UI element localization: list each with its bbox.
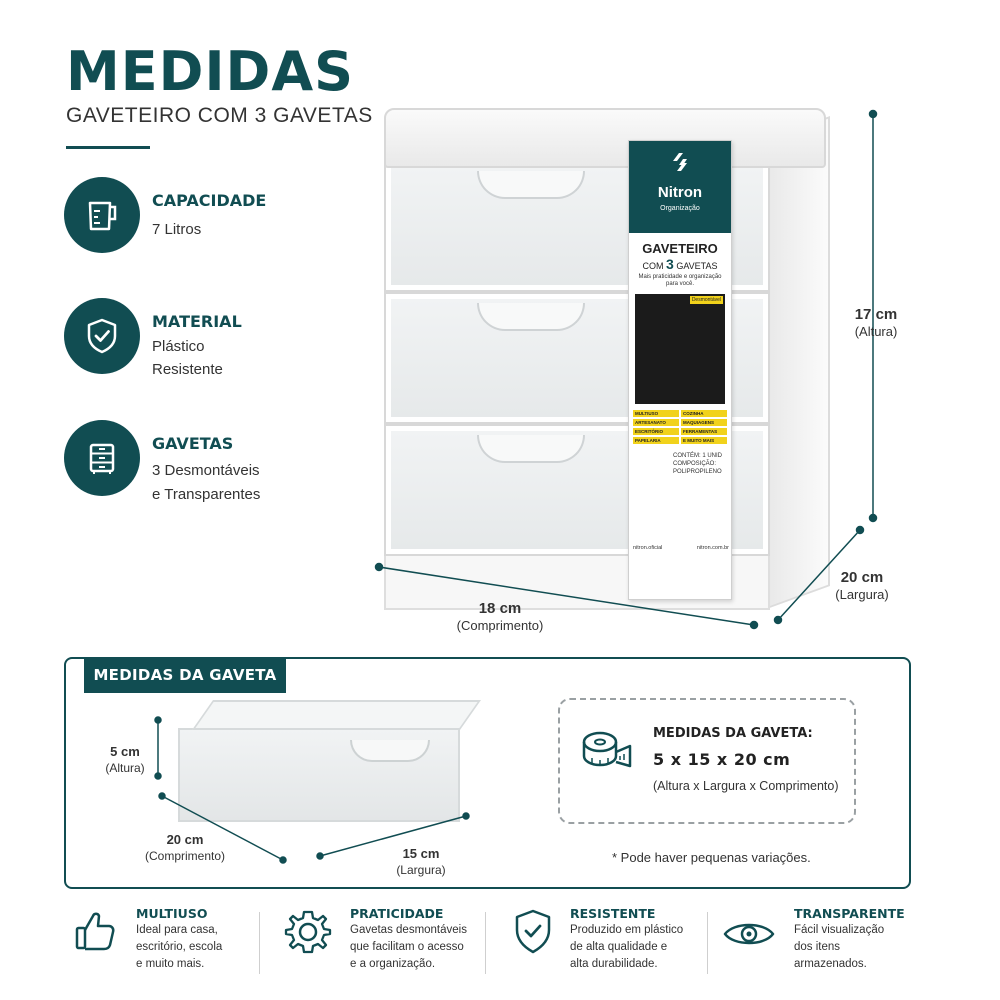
- label-org: Organização: [660, 205, 700, 212]
- nitron-logo-icon: [673, 153, 687, 171]
- feature-text: 7 Litros: [152, 221, 202, 238]
- benefit-title: MULTIUSO: [136, 906, 208, 921]
- benefit-text: escritório, escola: [136, 941, 223, 953]
- benefit-text: Gavetas desmontáveis: [350, 924, 467, 936]
- variation-note: * Pode haver pequenas variações.: [612, 850, 811, 865]
- benefit-text: e muito mais.: [136, 958, 205, 970]
- use-chip: FERRAMENTAS: [681, 428, 727, 435]
- label-header: Nitron Organização: [629, 141, 731, 233]
- drawer-section-tab: MEDIDAS DA GAVETA: [84, 657, 286, 693]
- use-chip: MAQUIAGENS: [681, 419, 727, 426]
- dimension-width: 20 cm(Largura): [835, 569, 889, 602]
- feature-text: 3 Desmontáveis: [152, 462, 260, 479]
- benefit-title: PRATICIDADE: [350, 906, 444, 921]
- label-photo: Desmontável: [635, 294, 725, 404]
- drawer-dimension-length: 20 cm(Comprimento): [144, 832, 225, 863]
- use-chip: PAPELARIA: [633, 437, 679, 444]
- footer-divider: [707, 912, 708, 974]
- feature-gavetas: GAVETAS 3 Desmontáveis e Transparentes: [64, 420, 364, 503]
- measuring-tape-icon: [578, 722, 634, 779]
- drawer-dimension-width: 15 cm(Largura): [396, 846, 446, 877]
- dimension-length: 18 cm(Comprimento): [456, 600, 544, 633]
- use-chip: COZINHA: [681, 410, 727, 417]
- benefit-title: TRANSPARENTE: [794, 906, 905, 921]
- drawer-dimension-height: 5 cm(Altura): [105, 744, 145, 775]
- drawer-dimension-lines: [154, 716, 470, 864]
- use-chip: ARTESANATO: [633, 419, 679, 426]
- label-uses: MULTIUSO COZINHA ARTESANATO MAQUIAGENS E…: [633, 410, 727, 444]
- drawer-measurements-panel: [64, 657, 911, 889]
- footer-divider: [259, 912, 260, 974]
- benefit-text: que facilitam o acesso: [350, 941, 464, 953]
- footer-divider: [485, 912, 486, 974]
- drawer-info-box: [558, 698, 856, 824]
- use-chip: E MUITO MAIS: [681, 437, 727, 444]
- product-label: Nitron Organização GAVETEIRO COM 3 GAVET…: [628, 140, 732, 600]
- label-footer: nitron.oficial nitron.com.br: [633, 545, 729, 551]
- use-chip: ESCRITÓRIO: [633, 428, 679, 435]
- label-tag: Desmontável: [689, 296, 723, 304]
- feature-text: e Transparentes: [152, 486, 261, 503]
- label-tagline: Mais praticidade e organização para você…: [638, 274, 722, 287]
- page-subtitle: GAVETEIRO COM 3 GAVETAS: [66, 104, 373, 127]
- drawer-handle: [477, 171, 585, 199]
- shield-check-icon: [512, 908, 554, 961]
- label-site: nitron.com.br: [696, 545, 729, 551]
- benefit-text: Produzido em plástico: [570, 924, 684, 936]
- gear-icon: [284, 908, 332, 961]
- eye-icon: [722, 918, 776, 955]
- measuring-cup-icon: [64, 177, 140, 253]
- dimension-height: 17 cm(Altura): [854, 306, 898, 339]
- drawer-handle: [477, 435, 585, 463]
- label-social: nitron.oficial: [633, 545, 663, 551]
- drawer-image: [178, 700, 482, 850]
- feature-text: Plástico: [152, 338, 205, 355]
- drawer-handle: [477, 303, 585, 331]
- feature-title: MATERIAL: [152, 312, 242, 331]
- benefit-text: alta durabilidade.: [570, 958, 658, 970]
- title-divider: [66, 146, 150, 149]
- use-chip: MULTIUSO: [633, 410, 679, 417]
- drawers-icon: [64, 420, 140, 496]
- feature-text: Resistente: [152, 361, 223, 378]
- label-title: GAVETEIRO: [642, 241, 718, 256]
- product-top-lid: [384, 108, 826, 168]
- thumbs-up-icon: [74, 908, 116, 957]
- drawer-info-value: 5 x 15 x 20 cm: [653, 750, 791, 769]
- benefit-text: de alta qualidade e: [570, 941, 668, 953]
- benefit-text: armazenados.: [794, 958, 867, 970]
- page-title: MEDIDAS: [66, 40, 355, 103]
- dimension-lines: [374, 109, 878, 630]
- benefit-text: Fácil visualização: [794, 924, 885, 936]
- label-subtitle: COM 3 GAVETAS: [642, 256, 718, 272]
- label-brand: Nitron: [657, 184, 703, 201]
- feature-material: MATERIAL Plástico Resistente: [64, 298, 364, 378]
- benefit-text: Ideal para casa,: [136, 924, 218, 936]
- feature-title: CAPACIDADE: [152, 191, 267, 210]
- drawer-info-legend: (Altura x Largura x Comprimento): [653, 779, 839, 793]
- feature-capacidade: CAPACIDADE 7 Litros: [64, 177, 364, 257]
- benefit-text: e a organização.: [350, 958, 436, 970]
- shield-check-icon: [64, 298, 140, 374]
- benefit-title: RESISTENTE: [570, 906, 656, 921]
- benefit-text: dos itens: [794, 941, 841, 953]
- drawer-info-title: MEDIDAS DA GAVETA:: [653, 726, 813, 741]
- feature-title: GAVETAS: [152, 434, 234, 453]
- label-meta: CONTÉM: 1 UNID COMPOSIÇÃO: POLIPROPILENO: [673, 453, 723, 475]
